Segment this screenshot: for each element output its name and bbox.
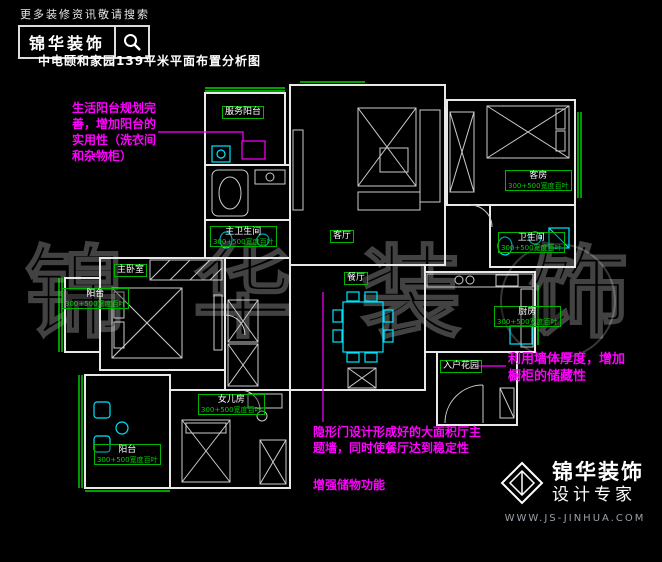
room-label-dining: 餐厅 bbox=[344, 272, 369, 285]
room-label-kitchen: 厨房 300+500宽度百叶 bbox=[494, 306, 561, 327]
room-label-master-bedroom: 主卧室 bbox=[114, 264, 148, 277]
footer-website-url: WWW.JS-JINHUA.COM bbox=[504, 513, 646, 524]
search-hint-text: 更多装修资讯敬请搜索 bbox=[20, 8, 150, 21]
walls bbox=[64, 84, 576, 489]
footer-logo: 锦华装饰 设计专家 bbox=[500, 460, 644, 506]
brand-logo-box: 锦华装饰 bbox=[18, 25, 151, 59]
jinhua-logo-icon bbox=[500, 461, 544, 505]
annotation-storage: 增强储物功能 bbox=[313, 478, 386, 492]
room-label-living: 客厅 bbox=[330, 230, 355, 243]
room-label-master-bath: 主卫生间 300+500宽度百叶 bbox=[210, 226, 277, 247]
annotation-leader-lines bbox=[158, 131, 506, 422]
page-title: 中电颐和家园139平米平面布置分析图 bbox=[38, 54, 262, 68]
fixtures bbox=[93, 145, 570, 453]
room-label-service-balcony: 服务阳台 bbox=[222, 106, 265, 119]
room-label-bathroom: 卫生间 300+500宽度百叶 bbox=[498, 232, 565, 253]
windows bbox=[58, 81, 582, 492]
room-label-daughter-room: 女儿房 300+500宽度百叶 bbox=[198, 394, 265, 415]
annotation-life-balcony: 生活阳台规划完善，增加阳台的实用性（洗衣间和杂物柜） bbox=[72, 101, 157, 163]
room-label-balcony-bottom: 阳台 300+500宽度百叶 bbox=[94, 444, 161, 465]
search-icon bbox=[114, 27, 148, 57]
footer-tagline: 设计专家 bbox=[552, 485, 636, 505]
footer-brand-name: 锦华装饰 bbox=[552, 460, 644, 484]
room-label-guest-room: 客房 300+500宽度百叶 bbox=[505, 170, 572, 191]
footer-brand-text: 锦华装饰 设计专家 bbox=[552, 460, 644, 506]
furniture bbox=[111, 105, 570, 485]
annotation-wall-cabinet: 利用墙体厚度，增加橱柜的储藏性 bbox=[508, 352, 626, 384]
room-label-entry-garden: 入户花园 bbox=[440, 360, 483, 373]
room-label-balcony-left: 阳台 300+500宽度百叶 bbox=[62, 288, 129, 309]
annotation-hidden-door: 隐形门设计形成好的大面积厅主题墙，同时使餐厅达到稳定性 bbox=[313, 425, 482, 455]
brand-name: 锦华装饰 bbox=[29, 34, 106, 53]
